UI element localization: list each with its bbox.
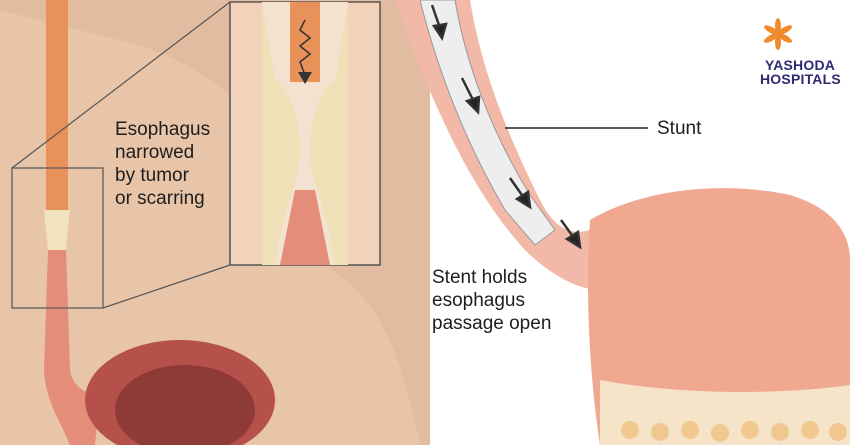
stunt-label: Stunt — [657, 118, 702, 139]
connector-line-top — [11, 1, 231, 169]
inset-tumor-right — [310, 2, 348, 265]
narrowed-line-3: by tumor — [115, 165, 189, 186]
detail-box-small — [11, 167, 104, 309]
arrow-head-icon — [298, 72, 312, 84]
stent-mesh — [419, 0, 556, 246]
stent-line-2: esophagus — [432, 290, 525, 311]
stent-line-1: Stent holds — [432, 267, 528, 288]
stomach-right — [588, 188, 850, 445]
stomach-inner — [115, 365, 255, 445]
narrowed-label: Esophagus narrowed by tumor or scarring — [115, 118, 210, 210]
stent-holds-label: Stent holds esophagus passage open — [432, 266, 551, 335]
food-particles — [621, 421, 847, 442]
yashoda-logo: YASHODA HOSPITALS — [760, 14, 841, 87]
esophagus-tube — [46, 0, 68, 230]
flow-arrows — [430, 4, 582, 250]
stent-line-3: passage open — [432, 313, 552, 334]
logo-line-2: HOSPITALS — [760, 71, 841, 87]
narrowed-line-2: narrowed — [115, 142, 195, 163]
narrowed-line-1: Esophagus — [115, 119, 211, 140]
inset-lower-tube — [280, 190, 330, 265]
logo-line-1: YASHODA — [764, 57, 836, 73]
connector-line-bottom — [102, 264, 231, 309]
squiggle-arrow-icon — [298, 19, 312, 76]
narrowed-line-4: or scarring — [115, 188, 205, 209]
inset-tumor-left — [262, 2, 300, 265]
tumor-narrowing — [44, 210, 70, 250]
yashoda-flower-logo-icon — [763, 18, 793, 50]
